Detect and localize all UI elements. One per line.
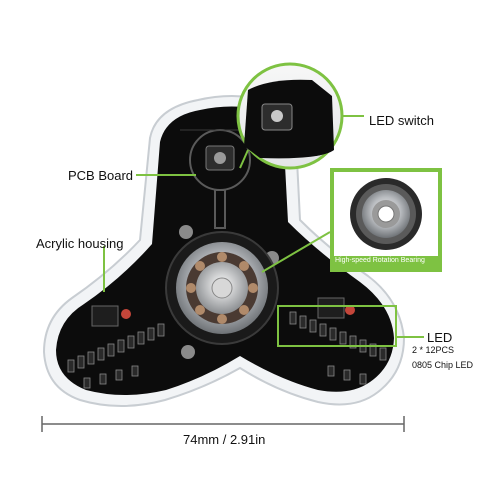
left-led-array	[67, 305, 165, 389]
dimension-label: 74mm / 2.91in	[183, 432, 266, 447]
bearing-caption: High-speed Rotation Bearing	[335, 257, 425, 264]
center-bearing	[165, 231, 279, 345]
led-quantity-label: 2 * 12PCS	[412, 345, 455, 355]
led-label: LED	[427, 330, 453, 345]
right-led-array	[277, 297, 397, 385]
led-switch-label: LED switch	[369, 113, 435, 128]
bearing-photo-callout	[261, 168, 442, 273]
dimension-line	[41, 416, 405, 432]
led-switch-callout	[236, 62, 364, 170]
pcb-board-label: PCB Board	[68, 168, 134, 183]
led-type-label: 0805 Chip LED	[412, 360, 474, 370]
bearing-icon	[350, 178, 422, 250]
acrylic-housing-label: Acrylic housing	[36, 236, 124, 251]
